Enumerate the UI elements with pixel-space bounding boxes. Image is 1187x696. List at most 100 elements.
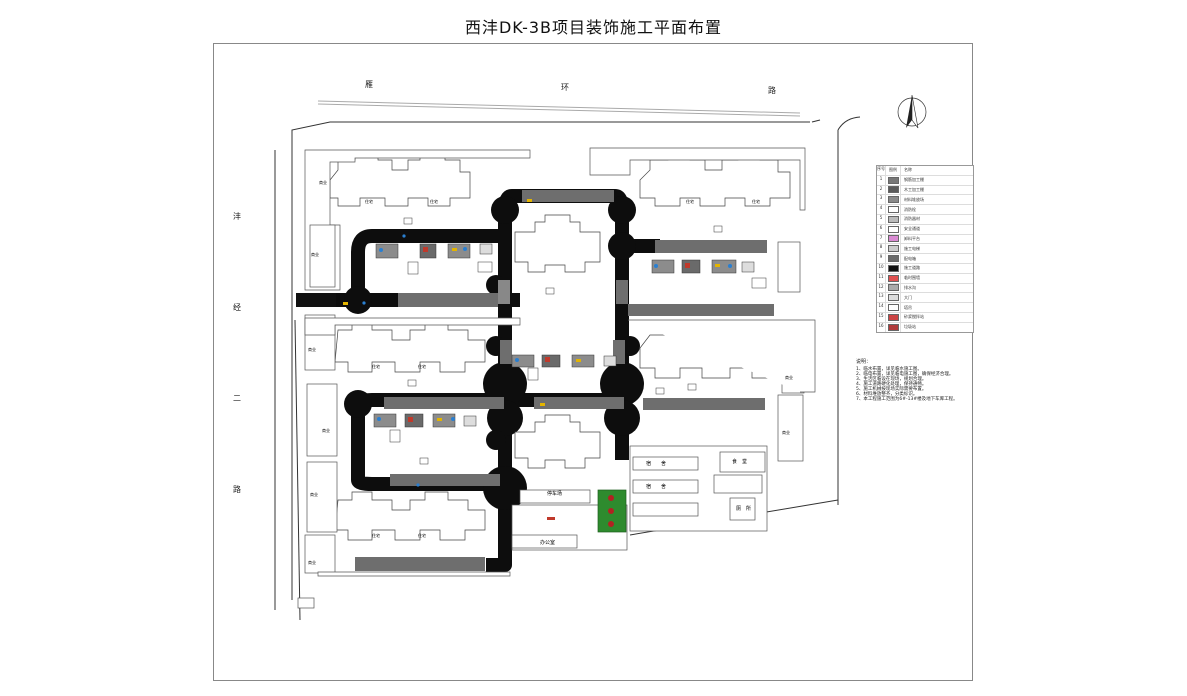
building-label: 住宅 <box>686 199 694 204</box>
road-label-north-2: 环 <box>561 83 569 92</box>
canteen-label: 食 堂 <box>732 459 748 465</box>
building-label: 住宅 <box>418 533 426 538</box>
legend-swatch-icon <box>886 214 901 224</box>
legend-row-label: 钢筋加工棚 <box>904 177 924 183</box>
legend-row: 15 砂浆搅拌站 <box>877 312 973 323</box>
legend-row-number: 4 <box>877 205 886 214</box>
legend-row: 16 垃圾站 <box>877 322 973 332</box>
dorm-label-b: 宿 舍 <box>646 484 667 490</box>
building-label: 住宅 <box>372 533 380 538</box>
road-label-north-1: 雁 <box>365 80 373 89</box>
legend-swatch-icon <box>886 234 901 244</box>
legend-row-label: 卸料平台 <box>904 235 920 241</box>
notes-line: 5、施工机械按现场实际需要布置。 <box>856 387 927 392</box>
legend-row: 8 施工电梯 <box>877 244 973 255</box>
legend-swatch-icon <box>886 244 901 254</box>
legend-row-label: 消防器材 <box>904 216 920 222</box>
legend-row-label: 木工加工棚 <box>904 186 924 192</box>
legend-row-label: 消防栓 <box>904 206 916 212</box>
legend-header-symbol: 图例 <box>886 166 901 175</box>
legend-swatch-icon <box>886 303 901 312</box>
legend-row-label: 材料堆放场 <box>904 196 924 202</box>
legend-row: 14 塔吊 <box>877 303 973 313</box>
legend-row-number: 1 <box>877 175 886 185</box>
road-label-north-3: 路 <box>768 86 776 95</box>
material-yards <box>373 243 755 428</box>
legend-row-label: 安全通道 <box>904 226 920 232</box>
legend-row-number: 14 <box>877 303 886 312</box>
legend-row-number: 3 <box>877 195 886 205</box>
legend-row-number: 13 <box>877 293 886 303</box>
office-label: 办公室 <box>540 540 556 546</box>
legend-row-number: 8 <box>877 244 886 254</box>
legend-swatch-icon <box>886 293 901 303</box>
legend-row-label: 垃圾站 <box>904 324 916 330</box>
building-label: 住宅 <box>372 364 380 369</box>
legend-swatch-icon <box>886 273 901 283</box>
parking-label: 停车场 <box>547 491 563 497</box>
tree-markers <box>608 495 614 527</box>
shop-label: 商业 <box>785 375 793 380</box>
legend-row-number: 16 <box>877 322 886 332</box>
legend-row-number: 2 <box>877 185 886 195</box>
legend-row-number: 15 <box>877 312 886 322</box>
legend-row-number: 6 <box>877 224 886 234</box>
legend-swatch-icon <box>886 312 901 322</box>
shop-label: 商业 <box>782 430 790 435</box>
north-arrow-icon <box>897 94 927 129</box>
office-marker <box>547 517 555 520</box>
legend-swatch-icon <box>886 175 901 185</box>
shop-label: 商业 <box>308 560 316 565</box>
page-title: 西沣DK-3B项目装饰施工平面布置 <box>464 18 723 37</box>
notes-line: 7、本工程施工范围为6#-13#楼及地下车库工程。 <box>856 397 958 402</box>
shop-label: 商业 <box>322 428 330 433</box>
legend-row-number: 5 <box>877 214 886 224</box>
legend-row-number: 7 <box>877 234 886 244</box>
legend-row-label: 施工电梯 <box>904 245 920 251</box>
road-intersections <box>344 196 644 510</box>
site-facilities <box>511 445 768 551</box>
building-label: 住宅 <box>752 199 760 204</box>
toilet-label: 厕 所 <box>736 506 752 512</box>
shop-label: 商业 <box>311 252 319 257</box>
legend-swatch-icon <box>886 185 901 195</box>
legend-row-label: 施工道路 <box>904 265 920 271</box>
commercial-buildings <box>297 147 816 609</box>
legend-row-label: 排水沟 <box>904 284 916 290</box>
notes-line: 1、临水布置，详见临水施工图。 <box>856 367 922 372</box>
building-label: 住宅 <box>418 364 426 369</box>
legend-row: 12 排水沟 <box>877 283 973 294</box>
notes-title: 说明： <box>856 359 872 365</box>
dorm-label-a: 宿 舍 <box>646 461 667 467</box>
legend-swatch-icon <box>886 254 901 263</box>
legend-row: 7 卸料平台 <box>877 234 973 245</box>
legend-row-label: 临时围墙 <box>904 275 920 281</box>
legend-row-label: 塔吊 <box>904 304 912 310</box>
notes-block: 说明： 1、临水布置，详见临水施工图。 2、临电布置，详见临电施工图，确保经济合… <box>856 359 976 403</box>
legend-row-label: 配电箱 <box>904 255 916 261</box>
legend-row-number: 12 <box>877 283 886 293</box>
legend-row-label: 砂浆搅拌站 <box>904 314 924 320</box>
shop-label: 商业 <box>319 180 327 185</box>
road-label-west-3: 二 <box>233 394 241 403</box>
road-label-west-2: 经 <box>233 303 241 312</box>
residential-buildings <box>329 151 801 541</box>
legend-swatch-icon <box>886 263 901 273</box>
legend-row: 1 钢筋加工棚 <box>877 175 973 186</box>
legend-swatch-icon <box>886 224 901 234</box>
legend-swatch-icon <box>886 322 901 332</box>
shop-label: 商业 <box>310 492 318 497</box>
hoist-markers <box>389 217 767 465</box>
notes-line: 2、临电布置，详见临电施工图，确保经济合理。 <box>856 372 954 377</box>
legend-row: 2 木工加工棚 <box>877 185 973 196</box>
legend-header-num: 序号 <box>877 166 886 175</box>
yard-accents <box>343 199 732 487</box>
legend-row: 5 消防器材 <box>877 214 973 225</box>
legend-swatch-icon <box>886 195 901 205</box>
notes-line: 4、施工道路硬化处理，保持通畅。 <box>856 382 927 387</box>
